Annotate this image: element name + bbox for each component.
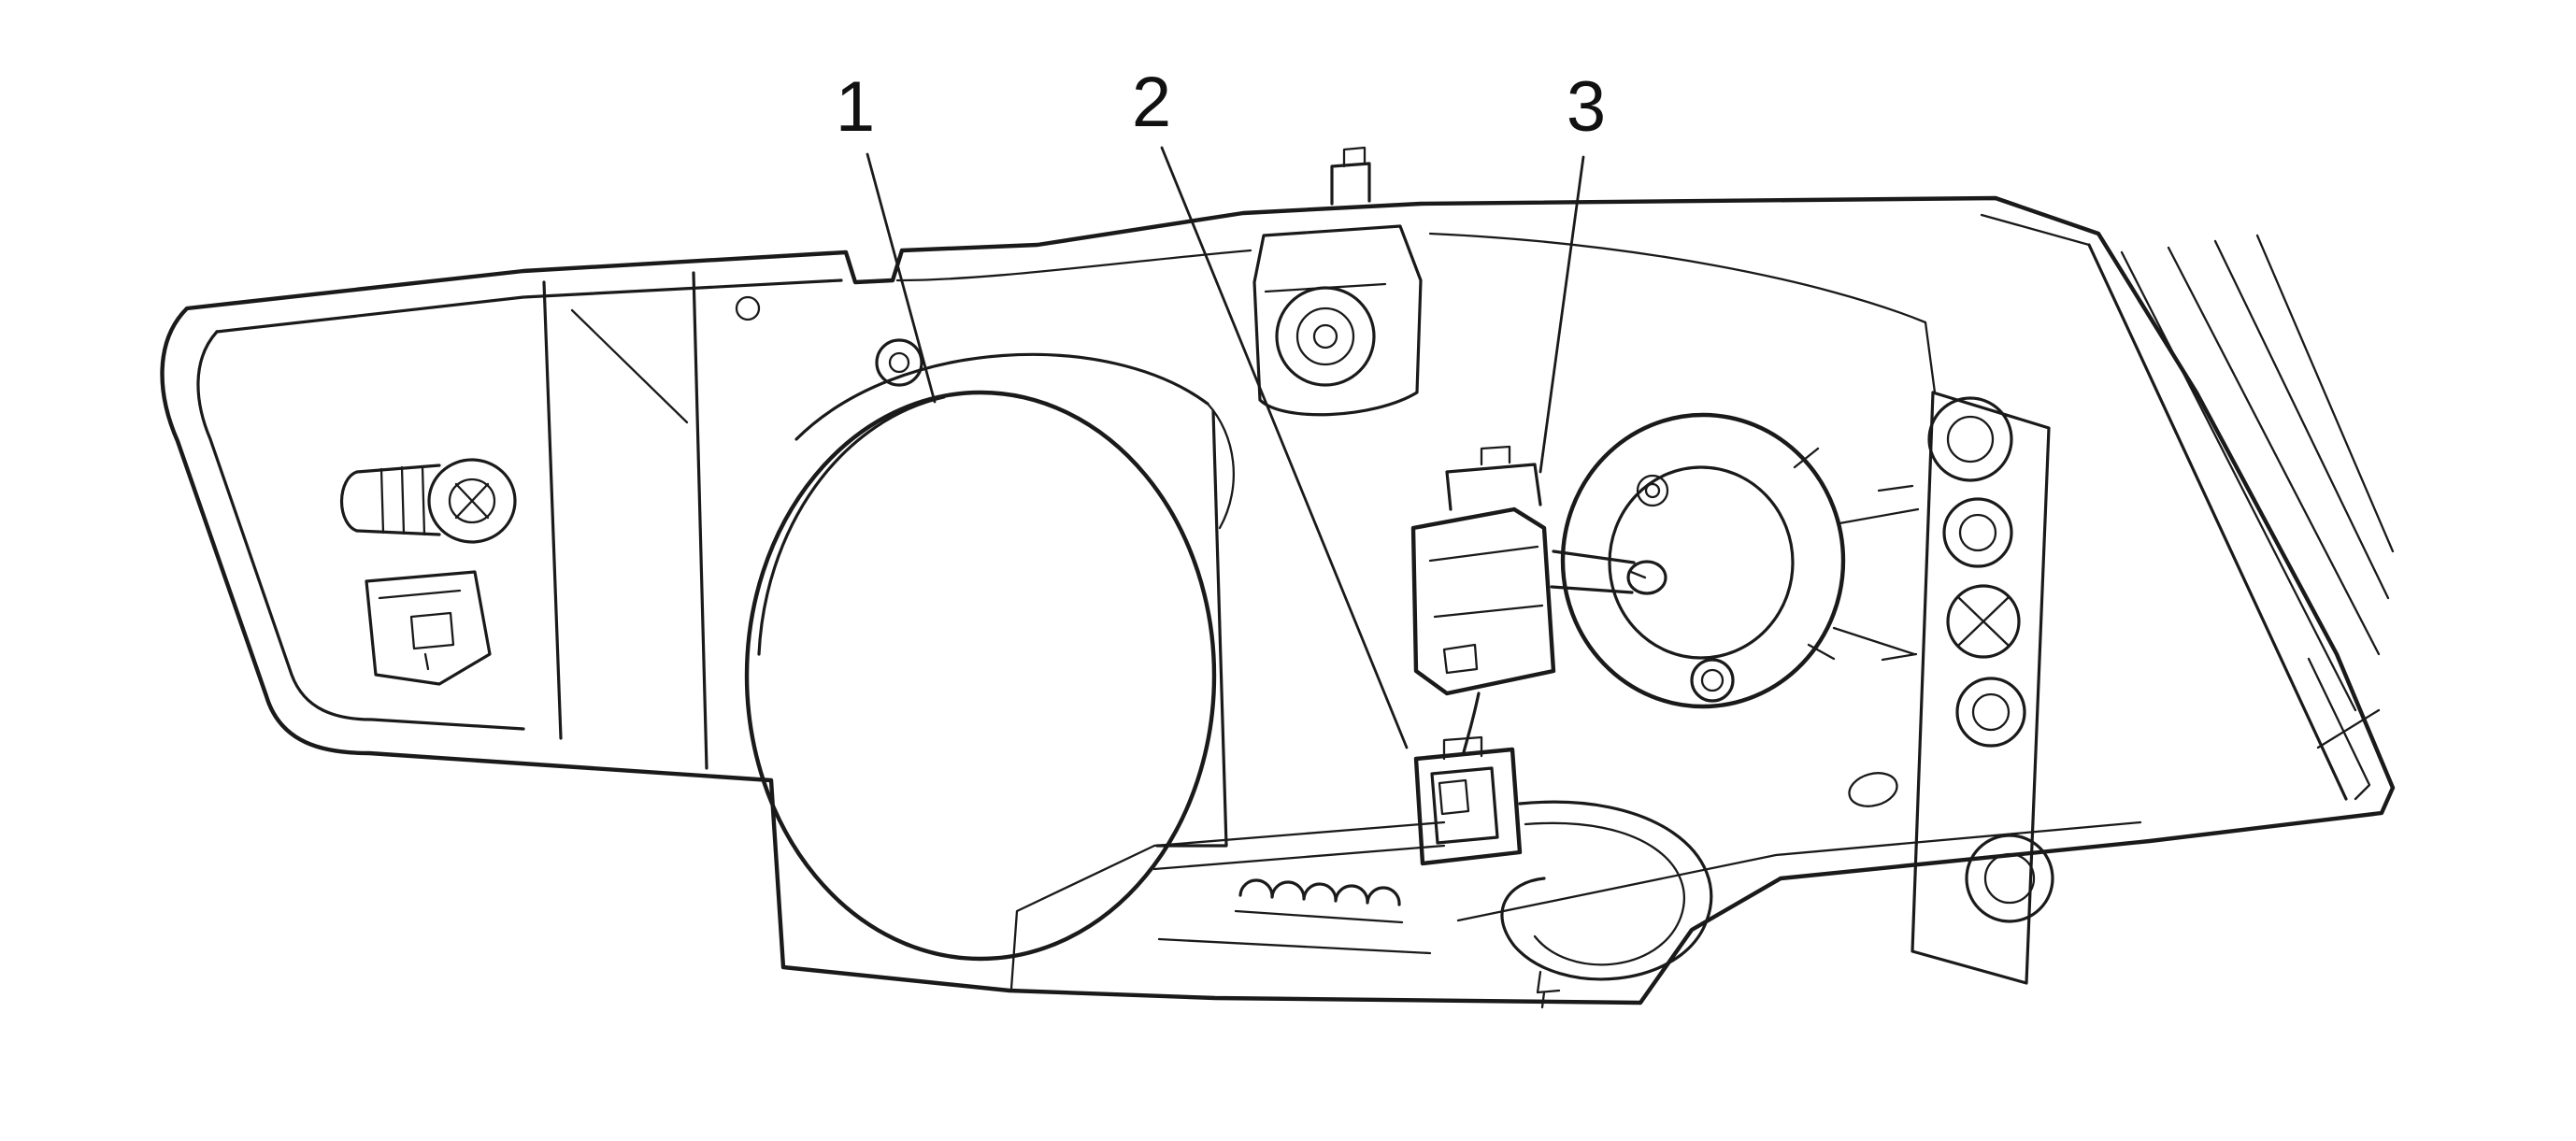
callout-3-leader-line [1538,155,1585,474]
corner-reflector-fins [2087,234,2395,801]
callout-1-leader-line [866,152,937,404]
bulb-opening [1560,412,1920,709]
wire-harness [1500,800,1713,1009]
callout-2: 2 [1132,63,1409,749]
callout-1-label: 1 [836,67,875,147]
electrical-connector [1413,735,1523,866]
callout-2-leader-line [1160,146,1409,749]
mounting-bracket-strip [1877,391,2054,985]
callout-1: 1 [836,67,937,404]
side-marker-connector [365,570,492,686]
callout-2-label: 2 [1132,63,1171,142]
projector-lens [744,352,1235,962]
callout-3: 3 [1538,67,1606,474]
adjuster-bracket [1252,224,1423,417]
vent-bellows [1234,878,1404,924]
bulb-socket [1410,445,1667,754]
callout-3-label: 3 [1567,67,1606,147]
housing-outline [160,146,2396,1006]
side-marker-socket [339,458,517,544]
